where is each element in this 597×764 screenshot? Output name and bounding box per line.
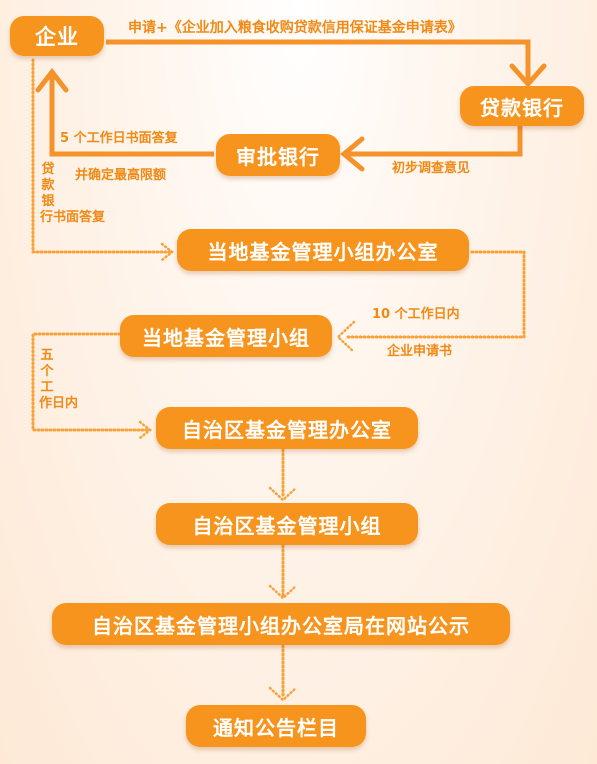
- chevron-notice: [268, 686, 298, 702]
- label-reply-5days: 5 个工作日书面答复: [60, 131, 178, 146]
- chevron-region-office: [138, 420, 153, 440]
- chevron-local-group: [336, 320, 356, 354]
- node-notice: 通知公告栏目: [186, 705, 366, 747]
- chevron-publish: [268, 584, 298, 600]
- label-ten-days: 10 个工作日内: [372, 307, 460, 322]
- label-five-days: 五个工作日内: [39, 348, 79, 411]
- node-region-publish: 自治区基金管理小组办公室局在网站公示: [52, 603, 510, 645]
- dotted-local-group-to-region-office: [31, 332, 150, 432]
- arrowhead-loan-bank: [509, 63, 547, 88]
- arrow-approval-bank-to-enterprise: [49, 74, 214, 157]
- chevron-local-office: [160, 242, 175, 262]
- arrow-enterprise-to-loan-bank: [106, 39, 531, 80]
- label-initial-review: 初步调查意见: [392, 161, 471, 176]
- node-loan-bank: 贷款银行: [460, 86, 584, 126]
- node-region-group: 自治区基金管理小组: [156, 503, 418, 545]
- label-bank-written-reply: 贷款银行书面答复: [40, 162, 106, 225]
- dotted-enterprise-to-local-office: [31, 58, 172, 254]
- dotted-local-office-to-local-group: [344, 250, 526, 339]
- label-apply: 申请+《企业加入粮食收购贷款信用保证基金申请表》: [128, 20, 462, 36]
- node-local-office: 当地基金管理小组办公室: [177, 229, 469, 271]
- node-enterprise: 企业: [10, 16, 104, 56]
- node-approval-bank: 审批银行: [216, 134, 340, 176]
- arrowhead-approval-bank: [340, 136, 365, 172]
- node-region-office: 自治区基金管理办公室: [156, 407, 418, 449]
- arrowhead-enterprise: [35, 67, 69, 93]
- label-max-limit: 并确定最高限额: [75, 168, 167, 183]
- arrow-loan-bank-to-approval-bank: [346, 124, 523, 157]
- label-enterprise-application: 企业申请书: [387, 344, 453, 359]
- node-local-group: 当地基金管理小组: [120, 315, 332, 357]
- chevron-region-group: [268, 486, 298, 502]
